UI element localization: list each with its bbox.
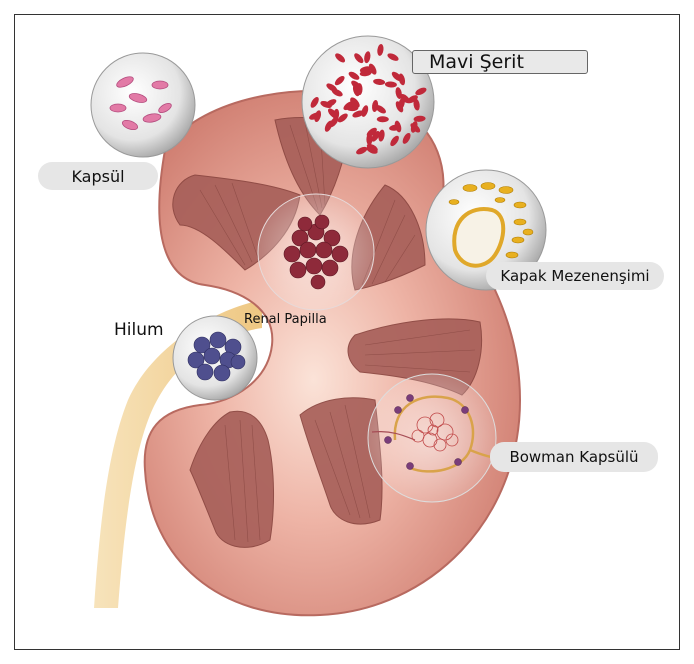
label-bowman-kapsulu: Bowman Kapsülü <box>490 442 658 472</box>
bowman-kapsulu-text: Bowman Kapsülü <box>509 448 638 466</box>
red-cell <box>377 116 389 122</box>
label-hilum: Hilum <box>114 320 164 340</box>
label-kapsul: Kapsül <box>38 162 158 190</box>
label-mavi-serit: Mavi Şerit <box>412 50 588 74</box>
label-kapak-mezenshimi: Kapak Mezenenşimi <box>486 262 664 290</box>
mavi-serit-text: Mavi Şerit <box>429 51 524 73</box>
kapsul-text: Kapsül <box>71 167 124 186</box>
label-renal-papilla: Renal Papilla <box>244 312 327 327</box>
kapsul-bubble <box>91 53 195 157</box>
kapak-mezenshimi-text: Kapak Mezenenşimi <box>500 267 649 285</box>
